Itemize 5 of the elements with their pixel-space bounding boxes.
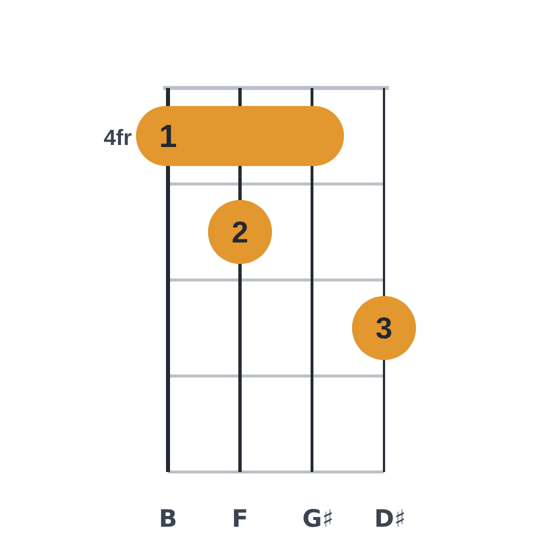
string-name: F	[234, 509, 246, 527]
string-name: D♯	[376, 509, 404, 527]
string-name: G♯	[304, 508, 332, 528]
barre-bar: 1	[136, 106, 344, 166]
string-name: B	[161, 509, 176, 527]
